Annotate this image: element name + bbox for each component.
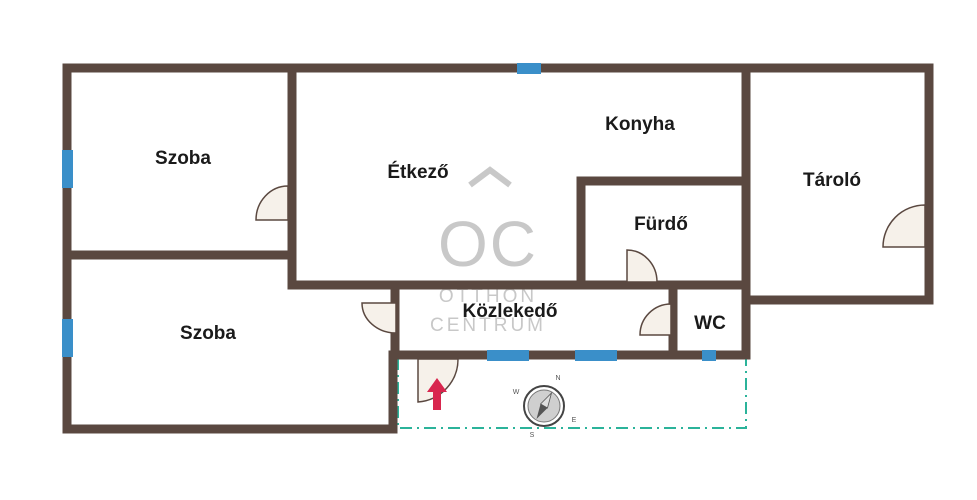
window [62, 150, 73, 188]
window [575, 350, 617, 361]
window [62, 319, 73, 357]
windows [62, 63, 716, 361]
door-szoba-2 [361, 302, 397, 334]
room-label-kozlekedo: Közlekedő [462, 301, 557, 322]
room-label-tarolo: Tároló [803, 170, 861, 191]
compass-west: W [513, 389, 520, 396]
room-label-szoba-2: Szoba [180, 323, 236, 344]
walls [62, 63, 934, 434]
door-tarolo [882, 204, 926, 248]
entrance-arrow-icon [427, 378, 447, 410]
doors [255, 185, 926, 403]
room-label-furdo: Fürdő [634, 214, 688, 235]
compass-north: N [555, 375, 560, 382]
watermark-line-1: OTTHON [439, 286, 537, 307]
window [487, 350, 529, 361]
window [517, 63, 541, 74]
terrace-outline [397, 358, 747, 429]
room-label-szoba-1: Szoba [155, 148, 211, 169]
room-labels: Szoba Szoba Étkező Konyha Tároló Fürdő K… [155, 114, 861, 344]
window [702, 350, 716, 361]
watermark-roof-icon [468, 166, 512, 188]
compass-south: S [530, 432, 535, 439]
room-label-konyha: Konyha [605, 114, 675, 135]
watermark-logo: OC OTTHON CENTRUM [430, 166, 546, 336]
compass-icon: N E S W [513, 375, 577, 439]
door-furdo [626, 249, 658, 283]
room-label-etkezo: Étkező [387, 161, 448, 183]
door-szoba-1 [255, 185, 289, 221]
watermark-line-2: CENTRUM [430, 315, 546, 336]
door-kozlekedo [639, 303, 672, 336]
watermark-letters: OC [438, 208, 538, 280]
room-label-wc: WC [694, 313, 726, 334]
compass-east: E [572, 417, 577, 424]
